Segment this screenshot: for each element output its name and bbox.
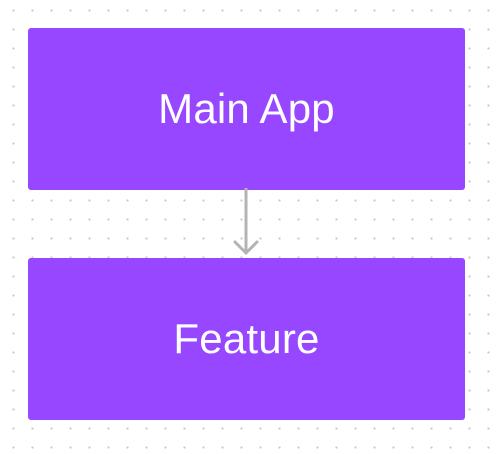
node-main-app-label: Main App [158,85,335,132]
node-main-app[interactable]: Main App [28,28,465,190]
arrow-down-icon [233,240,259,255]
node-feature[interactable]: Feature [28,258,465,420]
connector-arrow[interactable] [226,188,266,260]
node-feature-label: Feature [173,315,320,362]
